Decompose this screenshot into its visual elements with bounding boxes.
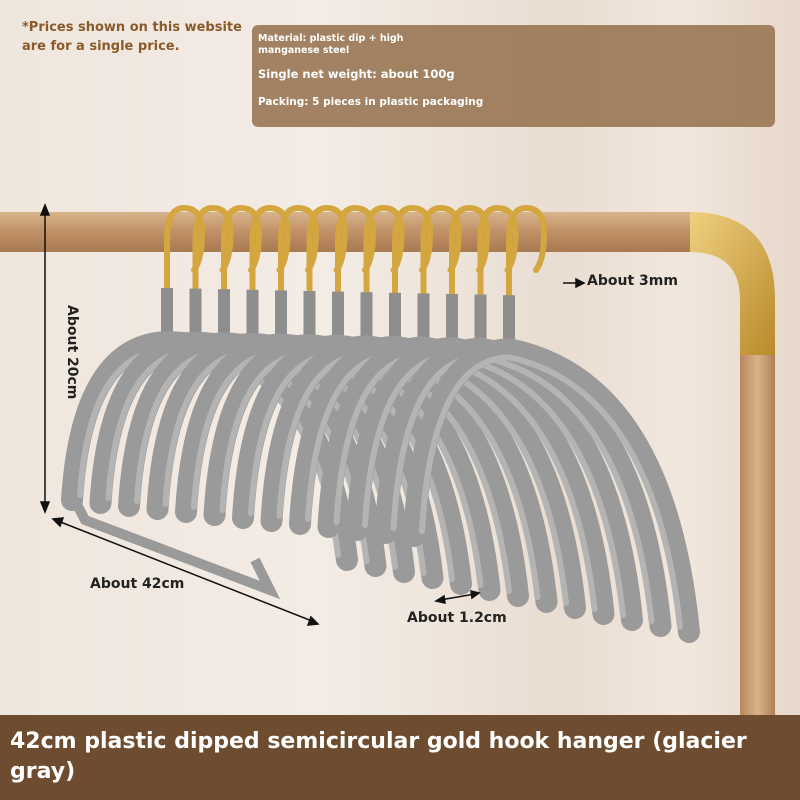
gold-hook	[506, 204, 548, 303]
gold-hook	[306, 204, 348, 303]
hanger-neck	[275, 290, 287, 336]
hanger-arc	[403, 338, 700, 643]
thickness-label: About 1.2cm	[407, 610, 507, 626]
hanger-highlight	[419, 354, 683, 630]
hanger-neck	[389, 292, 401, 338]
hanger-neck	[332, 291, 344, 337]
hanger-neck	[446, 294, 458, 339]
hanger-neck	[246, 289, 259, 335]
hanger-neck	[417, 293, 430, 339]
hanger-neck	[218, 289, 230, 335]
rail-vertical	[740, 355, 775, 715]
gold-hook	[249, 204, 291, 303]
arrowhead-icon	[434, 594, 446, 604]
gold-hook	[164, 204, 206, 303]
gold-hook	[363, 204, 405, 303]
arrowhead-icon	[39, 202, 51, 216]
hanger	[403, 204, 700, 643]
gold-hook	[192, 204, 234, 303]
spec-box: Material: plastic dip + high manganese s…	[252, 25, 775, 127]
gold-hook	[477, 204, 519, 303]
gold-hook	[392, 204, 434, 303]
thickness-arrow	[439, 593, 476, 601]
rail-gold-bend	[690, 212, 775, 355]
spec-weight: Single net weight: about 100g	[258, 67, 455, 81]
spec-material: Material: plastic dip + high manganese s…	[258, 33, 404, 56]
width-label: About 42cm	[90, 576, 185, 592]
arrowhead-icon	[470, 590, 481, 600]
dimension-arrows	[39, 202, 586, 626]
gold-hook	[278, 204, 320, 303]
gold-hook	[221, 204, 263, 303]
hook-label: About 3mm	[587, 273, 678, 289]
hangers-group	[61, 204, 700, 643]
hanger-neck	[503, 295, 515, 341]
gold-hook	[335, 204, 377, 303]
width-arrow	[57, 520, 313, 622]
hanger-neck	[303, 291, 316, 336]
product-title: 42cm plastic dipped semicircular gold ho…	[0, 715, 800, 800]
hanger-neck	[360, 292, 373, 338]
height-label: About 20cm	[64, 305, 80, 400]
hanger-neck	[474, 294, 487, 340]
gold-hook	[420, 204, 462, 303]
price-note: *Prices shown on this website are for a …	[22, 20, 242, 54]
arrowhead-icon	[51, 517, 65, 528]
spec-packing: Packing: 5 pieces in plastic packaging	[258, 96, 484, 108]
hanger-neck	[189, 288, 202, 334]
arrowhead-icon	[39, 501, 51, 515]
gold-hook	[449, 204, 491, 303]
hanger-neck	[161, 288, 173, 333]
arrowhead-icon	[575, 277, 586, 289]
arrowhead-icon	[306, 615, 320, 626]
